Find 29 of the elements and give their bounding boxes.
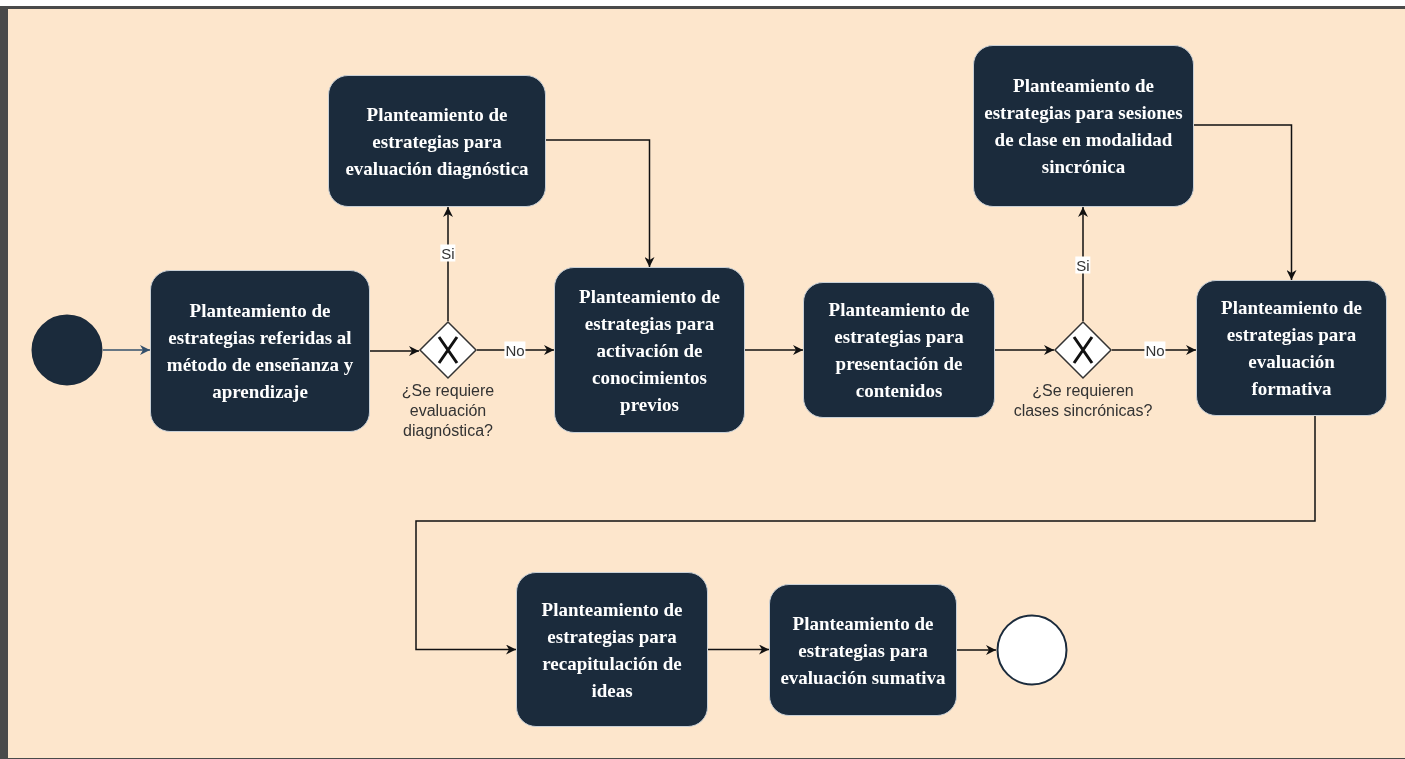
- arrow: [1193, 124, 1297, 281]
- start-event-circle: [31, 314, 103, 386]
- process-box: Planteamiento de estrategias para evaluación diagnóstica: [328, 75, 546, 207]
- arrow: [956, 645, 997, 655]
- process-box: Planteamiento de estrategias para recapitulación de ideas: [516, 572, 708, 727]
- arrow: [744, 345, 804, 355]
- arrow: [443, 206, 453, 322]
- gateway-diamond: [1054, 321, 1112, 379]
- arrow: [994, 345, 1055, 355]
- arrow: [415, 415, 1316, 655]
- gateway-diamond: [419, 321, 477, 379]
- process-box: Planteamiento de estrategias para evaluación formativa: [1196, 280, 1387, 416]
- process-box: Planteamiento de estrategias para evaluación sumativa: [769, 584, 957, 716]
- gateway-question: ¿Se requieren clases sincrónicas?: [1012, 381, 1154, 421]
- process-box: Planteamiento de estrategias para presentación de contenidos: [803, 282, 995, 418]
- arrow: [545, 139, 655, 268]
- edge-label: Si: [440, 244, 456, 262]
- end-event-circle: [996, 614, 1068, 686]
- arrow: [1078, 206, 1088, 322]
- process-box: Planteamiento de estrategias referidas al método de enseñanza y aprendizaje: [150, 270, 370, 432]
- arrow: [369, 346, 420, 356]
- arrow: [707, 644, 770, 655]
- edge-label: No: [504, 341, 526, 359]
- process-box: Planteamiento de estrategias para sesiones de clase en modalidad sincrónica: [973, 45, 1194, 207]
- arrow: [102, 345, 151, 355]
- gateway-question: ¿Se requiere evaluación diagnóstica?: [400, 381, 496, 441]
- process-box: Planteamiento de estrategias para activación de conocimientos previos: [554, 267, 745, 433]
- edge-label: No: [1144, 341, 1166, 359]
- edge-label: Si: [1075, 256, 1091, 274]
